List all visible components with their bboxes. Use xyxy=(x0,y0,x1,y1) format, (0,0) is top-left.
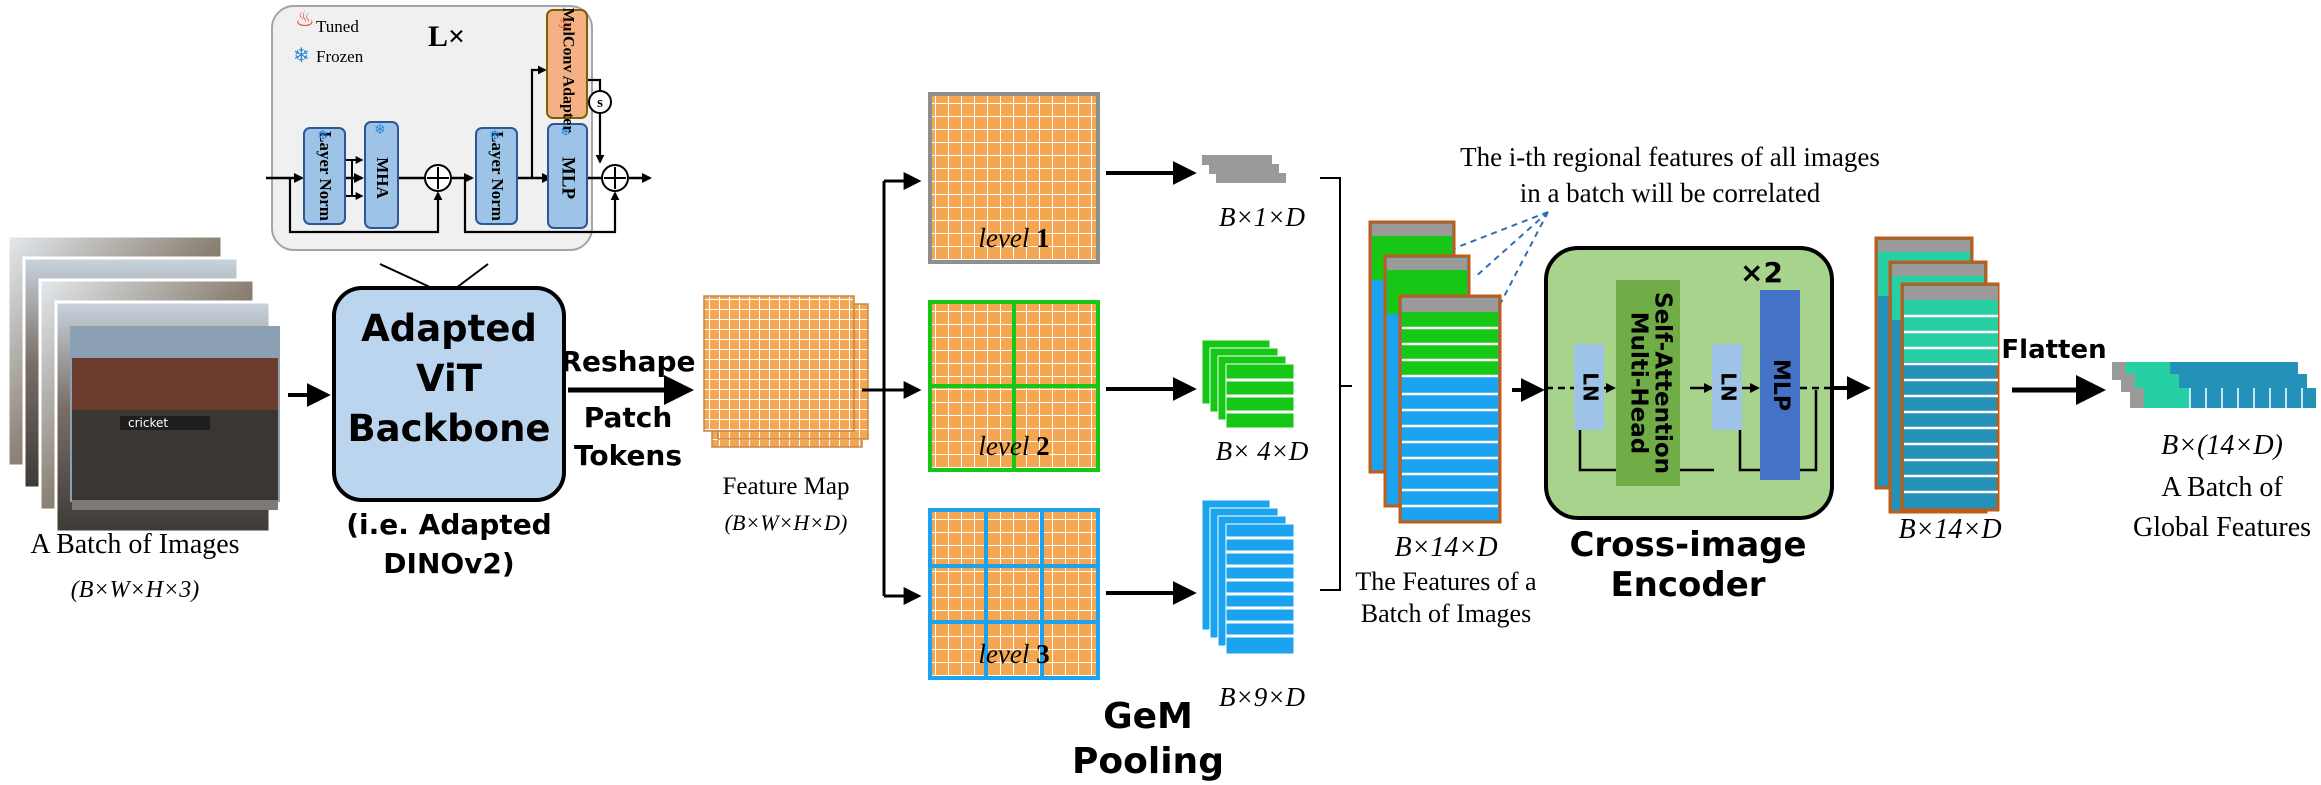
fire-icon: ♨ xyxy=(295,6,315,31)
encoded-shape: B×14×D xyxy=(1898,514,2001,545)
layer-norm-1-box xyxy=(303,127,346,225)
mlp-block-label: MLP xyxy=(558,157,579,200)
encoder-mlp-box xyxy=(1760,290,1800,480)
batch-features-label-line-1: The Features of a xyxy=(1355,567,1537,596)
level-1-number: 1 xyxy=(1036,223,1050,253)
pooled-level-1 xyxy=(1202,155,1286,183)
feature-map-label: Feature Map xyxy=(722,473,849,500)
level-2-number: 2 xyxy=(1036,431,1050,461)
input-label: A Batch of Images xyxy=(30,529,239,560)
level-3-label: level 3 xyxy=(978,639,1049,669)
feature-map-shape: (B×W×H×D) xyxy=(725,510,848,535)
encoded-features-stack xyxy=(1874,236,2000,514)
backbone-title-line-3: Backbone xyxy=(347,407,550,450)
layer-norm-1-label: Layer Norm xyxy=(316,131,335,221)
encoder-ln-2-box xyxy=(1712,344,1742,430)
feature-map-stack xyxy=(703,295,869,448)
batch-features-shape: B×14×D xyxy=(1394,532,1497,563)
level-1-label: level 1 xyxy=(978,223,1049,253)
layer-norm-2-label: Layer Norm xyxy=(488,131,507,221)
gem-pooling-line-2: Pooling xyxy=(1072,741,1224,782)
output-label-line-2: Global Features xyxy=(2133,512,2311,543)
encoder-repeat-label: ×2 xyxy=(1740,256,1783,289)
encoder-ln-1-label: LN xyxy=(1579,372,1603,401)
level-3-map xyxy=(928,508,1100,680)
layer-norm-2-box xyxy=(475,127,518,225)
mha-label: MHA xyxy=(373,157,392,199)
legend-tuned: Tuned xyxy=(316,17,359,36)
pooled-level-3-shape: B×9×D xyxy=(1219,682,1305,712)
level-2-word: level xyxy=(978,431,1029,461)
scale-node xyxy=(588,90,612,114)
snowflake-icon: ❄ xyxy=(293,45,310,67)
encoder-ln-2-label: LN xyxy=(1717,372,1741,401)
layer-norm-2-snowflake-icon: ❄ xyxy=(489,129,501,144)
flatten-label: Flatten xyxy=(2001,335,2106,365)
encoder-title-line-1: Cross-image xyxy=(1569,525,1806,565)
encoder-ln-1-box xyxy=(1574,344,1604,430)
mlp-snowflake-icon: ❄ xyxy=(560,125,572,140)
output-shape: B×(14×D) xyxy=(2161,430,2283,461)
mlp-block-box xyxy=(547,123,588,229)
level-2-map xyxy=(928,300,1100,472)
adapted-vit-backbone-box xyxy=(332,286,566,502)
scale-label: s xyxy=(597,95,603,111)
level-1-map xyxy=(928,92,1100,264)
input-shape: (B×W×H×3) xyxy=(71,577,200,603)
batch-features-label-line-2: Batch of Images xyxy=(1361,599,1531,628)
gem-pooling-line-1: GeM xyxy=(1103,696,1193,737)
output-label-line-1: A Batch of xyxy=(2161,472,2283,503)
feature-map-layer-1 xyxy=(703,295,855,432)
patch-tokens-line-2: Tokens xyxy=(574,439,682,472)
global-features-stack xyxy=(2112,362,2316,408)
backbone-subtitle-line-1: (i.e. Adapted xyxy=(346,508,551,541)
batch-feature-3 xyxy=(1398,294,1502,524)
level-3-number: 3 xyxy=(1036,639,1050,669)
batch-features-stack xyxy=(1368,220,1502,524)
level-3-word: level xyxy=(978,639,1029,669)
backbone-title-line-2: ViT xyxy=(416,357,483,400)
storefront-sign: cricket xyxy=(128,416,168,430)
encoder-attention-line-2: Self-Attention xyxy=(1650,292,1676,474)
backbone-subtitle-line-2: DINOv2) xyxy=(383,547,514,580)
annotation-line-2: in a batch will be correlated xyxy=(1520,178,1821,208)
pooled-level-2-shape: B× 4×D xyxy=(1216,436,1309,466)
level-2-label: level 2 xyxy=(978,431,1049,461)
encoder-attention-line-1: Multi-Head xyxy=(1626,312,1652,454)
mha-box xyxy=(364,121,399,229)
encoder-title-line-2: Encoder xyxy=(1610,565,1765,605)
patch-tokens-line-1: Patch xyxy=(584,401,673,434)
input-image-stack: cricket xyxy=(6,234,280,534)
encoder-mlp-label: MLP xyxy=(1768,359,1793,411)
backbone-title-line-1: Adapted xyxy=(361,307,537,350)
encoder-attention-box xyxy=(1616,280,1680,486)
level-1-word: level xyxy=(978,223,1029,253)
adapter-fire-icon: ♨ xyxy=(557,15,571,32)
reshape-label: Reshape xyxy=(560,345,695,378)
block-repeat-label: L× xyxy=(428,20,465,53)
annotation-line-1: The i-th regional features of all images xyxy=(1460,142,1880,172)
mulconv-adapter-box xyxy=(546,9,588,119)
encoded-feature-3 xyxy=(1900,282,2000,512)
mulconv-adapter-label: MulConv Adapter xyxy=(559,8,576,133)
pooled-level-2 xyxy=(1201,339,1295,429)
legend-frozen: Frozen xyxy=(316,47,364,66)
pooled-level-3 xyxy=(1201,499,1295,655)
pooled-level-1-shape: B×1×D xyxy=(1219,202,1305,232)
mha-snowflake-icon: ❄ xyxy=(374,123,386,138)
transformer-block-panel: ♨ Tuned ❄ Frozen L× Layer Norm ❄ MHA ❄ xyxy=(266,5,652,251)
layer-norm-1-snowflake-icon: ❄ xyxy=(317,129,329,144)
